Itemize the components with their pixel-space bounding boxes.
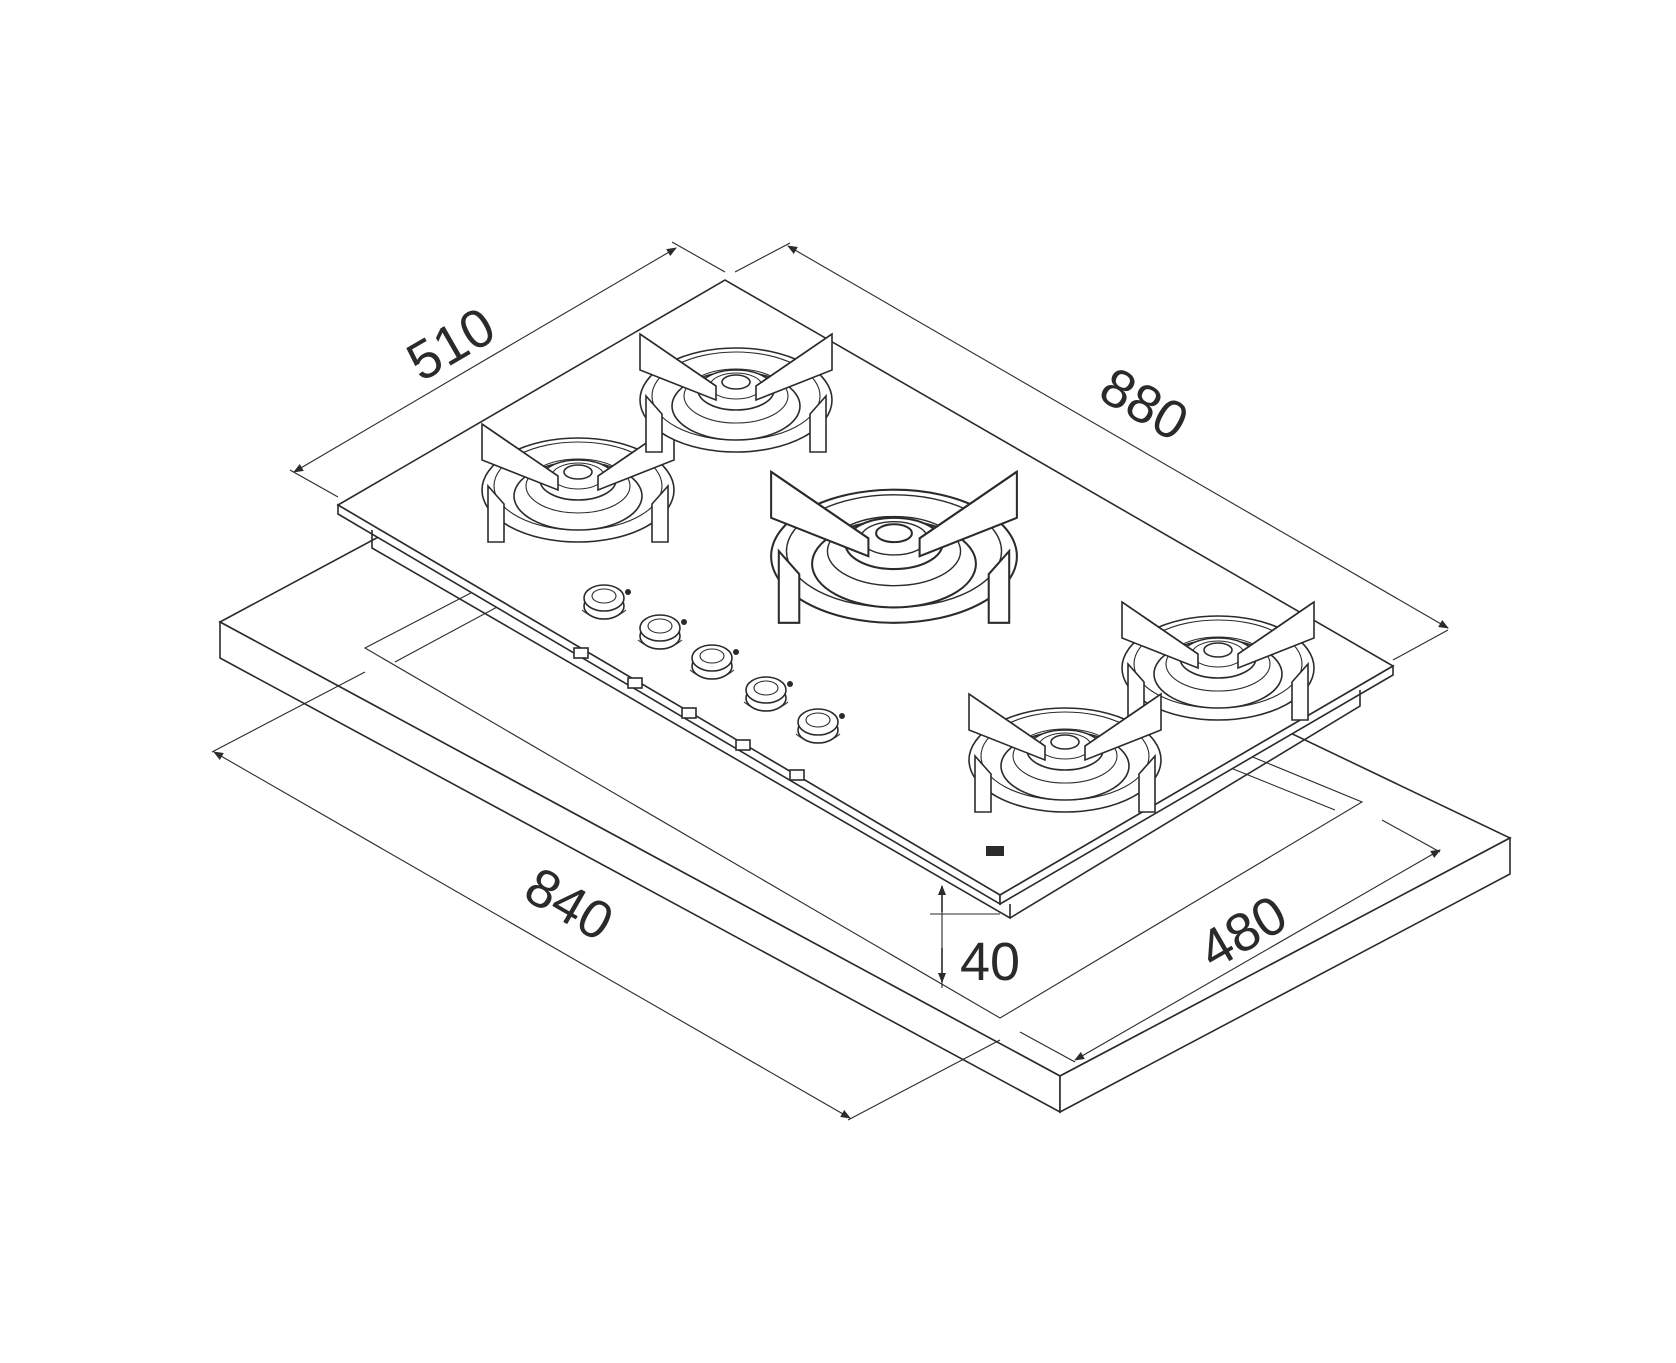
brand-badge-icon — [986, 846, 1004, 856]
width-label: 880 — [1090, 356, 1198, 453]
cutout-width-label: 840 — [515, 856, 623, 953]
depth-label: 510 — [397, 296, 505, 393]
height-label: 40 — [960, 932, 1020, 992]
dimension-height: 40 — [930, 885, 1020, 992]
